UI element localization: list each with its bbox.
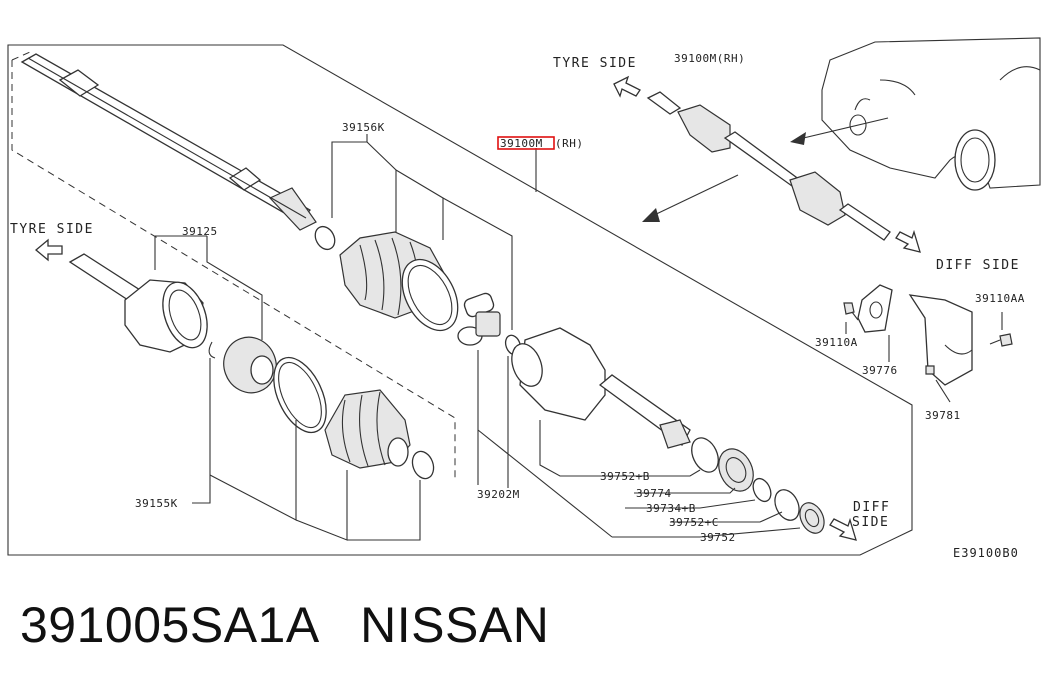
tyre-side-label-top: TYRE SIDE bbox=[553, 56, 637, 71]
tyre-side-label-left: TYRE SIDE bbox=[10, 222, 94, 237]
part-label-39776[interactable]: 39776 bbox=[862, 364, 898, 377]
diff-side-label-right: DIFF SIDE bbox=[936, 258, 1020, 273]
tyre-arrow-left bbox=[34, 238, 63, 262]
caption-part-number: 391005SA1A bbox=[20, 597, 317, 653]
diff-side-label-bottom-1: DIFF bbox=[853, 500, 890, 515]
diagram-frame bbox=[7, 44, 913, 556]
diagram-code: E39100B0 bbox=[953, 546, 1019, 560]
bracket-group bbox=[843, 284, 1013, 403]
bearing-stack bbox=[691, 437, 825, 534]
assembled-shaft-view bbox=[646, 91, 891, 241]
caption: 391005SA1A NISSAN bbox=[20, 596, 549, 654]
diff-side-label-bottom-2: SIDE bbox=[852, 515, 889, 530]
part-label-39100M-suffix: (RH) bbox=[555, 137, 584, 150]
part-label-39155K[interactable]: 39155K bbox=[135, 497, 178, 510]
tripod-joint bbox=[457, 292, 522, 356]
inner-joint-housing bbox=[511, 327, 691, 449]
caption-brand: NISSAN bbox=[360, 597, 550, 653]
highlight-box-39100M bbox=[497, 136, 555, 150]
part-label-39156K[interactable]: 39156K bbox=[342, 121, 385, 134]
part-label-39752C[interactable]: 39752+C bbox=[669, 516, 719, 529]
diff-arrow-bottom bbox=[829, 517, 857, 541]
part-label-39752B[interactable]: 39752+B bbox=[600, 470, 650, 483]
part-label-39110AA[interactable]: 39110AA bbox=[975, 292, 1025, 305]
leader-lines bbox=[154, 134, 801, 541]
outer-joint-group bbox=[68, 253, 435, 480]
part-label-39110A[interactable]: 39110A bbox=[815, 336, 858, 349]
car-outline bbox=[821, 37, 1041, 191]
part-label-39752[interactable]: 39752 bbox=[700, 531, 736, 544]
tyre-arrow-top bbox=[613, 75, 641, 98]
part-label-39734B[interactable]: 39734+B bbox=[646, 502, 696, 515]
direction-arrows bbox=[642, 117, 889, 222]
part-label-39100M[interactable]: 39100M bbox=[500, 137, 543, 150]
diff-arrow-right bbox=[895, 229, 921, 253]
inner-boot-group bbox=[314, 225, 459, 332]
drive-shaft bbox=[20, 53, 317, 231]
part-label-39202M[interactable]: 39202M bbox=[477, 488, 520, 501]
dashed-frame bbox=[11, 60, 456, 480]
part-label-39100M-top[interactable]: 39100M(RH) bbox=[674, 52, 745, 65]
part-label-39125[interactable]: 39125 bbox=[182, 225, 218, 238]
part-label-39774[interactable]: 39774 bbox=[636, 487, 672, 500]
part-label-39781[interactable]: 39781 bbox=[925, 409, 961, 422]
dashed-frame-top bbox=[11, 51, 31, 61]
